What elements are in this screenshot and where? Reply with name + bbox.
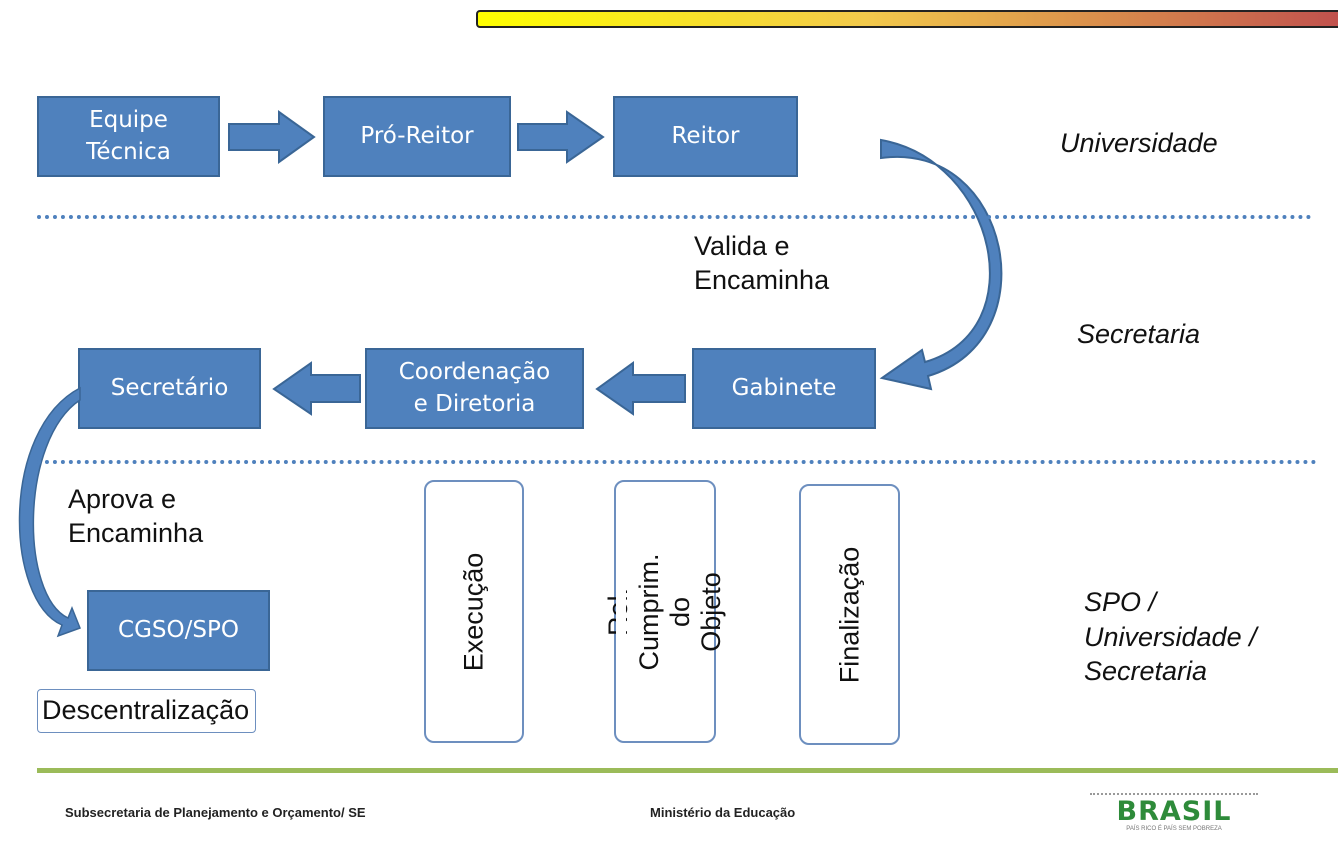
zone-universidade: Universidade	[1060, 128, 1218, 158]
arrow-right-1	[228, 110, 316, 164]
equipe-tecnica-box: Equipe Técnica	[37, 96, 220, 177]
gabinete-box: Gabinete	[692, 348, 876, 429]
reitor-box: Reitor	[613, 96, 798, 177]
phase-execucao: Execução	[424, 480, 524, 743]
phase-execucao-label: Execução	[458, 552, 489, 671]
pro-reitor-box: Pró-Reitor	[323, 96, 511, 177]
phase-finalizacao-label: Finalização	[833, 546, 864, 683]
arrow-right-2	[517, 110, 605, 164]
brasil-logo-tagline: PAÍS RICO É PAÍS SEM POBREZA	[1126, 826, 1222, 832]
brasil-logo-dots	[1090, 793, 1258, 799]
zone-secretaria: Secretaria	[1077, 319, 1201, 349]
brasil-logo: BRASIL PAÍS RICO É PAÍS SEM POBREZA	[1090, 793, 1258, 833]
separator-2	[37, 460, 1317, 464]
brasil-logo-word: BRASIL	[1116, 796, 1232, 827]
phase-rel-cumprim: Rel. Cumprim. do Objeto	[603, 480, 726, 743]
header-bar	[476, 10, 1338, 28]
curved-arrow-secretario-cgso	[18, 386, 81, 638]
arrow-left-2	[272, 361, 361, 416]
phase-rel-cumprim-label: Rel. Cumprim. do Objeto	[602, 552, 727, 670]
secretario-box: Secretário	[78, 348, 261, 429]
footer-center-text: Ministério da Educação	[650, 805, 796, 820]
valida-label: Valida e Encaminha	[694, 231, 830, 295]
cgso-spo-box: CGSO/SPO	[87, 590, 270, 671]
footer-line	[37, 768, 1338, 773]
separator-1	[37, 215, 1312, 219]
descentralizacao-label: Descentralização	[37, 689, 257, 733]
phase-finalizacao: Finalização	[799, 484, 900, 745]
footer-left-text: Subsecretaria de Planejamento e Orçament…	[65, 805, 366, 820]
curved-arrow-reitor-gabinete	[879, 138, 1003, 391]
arrow-left-1	[595, 361, 686, 416]
zone-spo: SPO / Universidade / Secretaria	[1084, 587, 1257, 687]
coordenacao-box: Coordenação e Diretoria	[365, 348, 584, 429]
aprova-label: Aprova e Encaminha	[68, 484, 204, 548]
